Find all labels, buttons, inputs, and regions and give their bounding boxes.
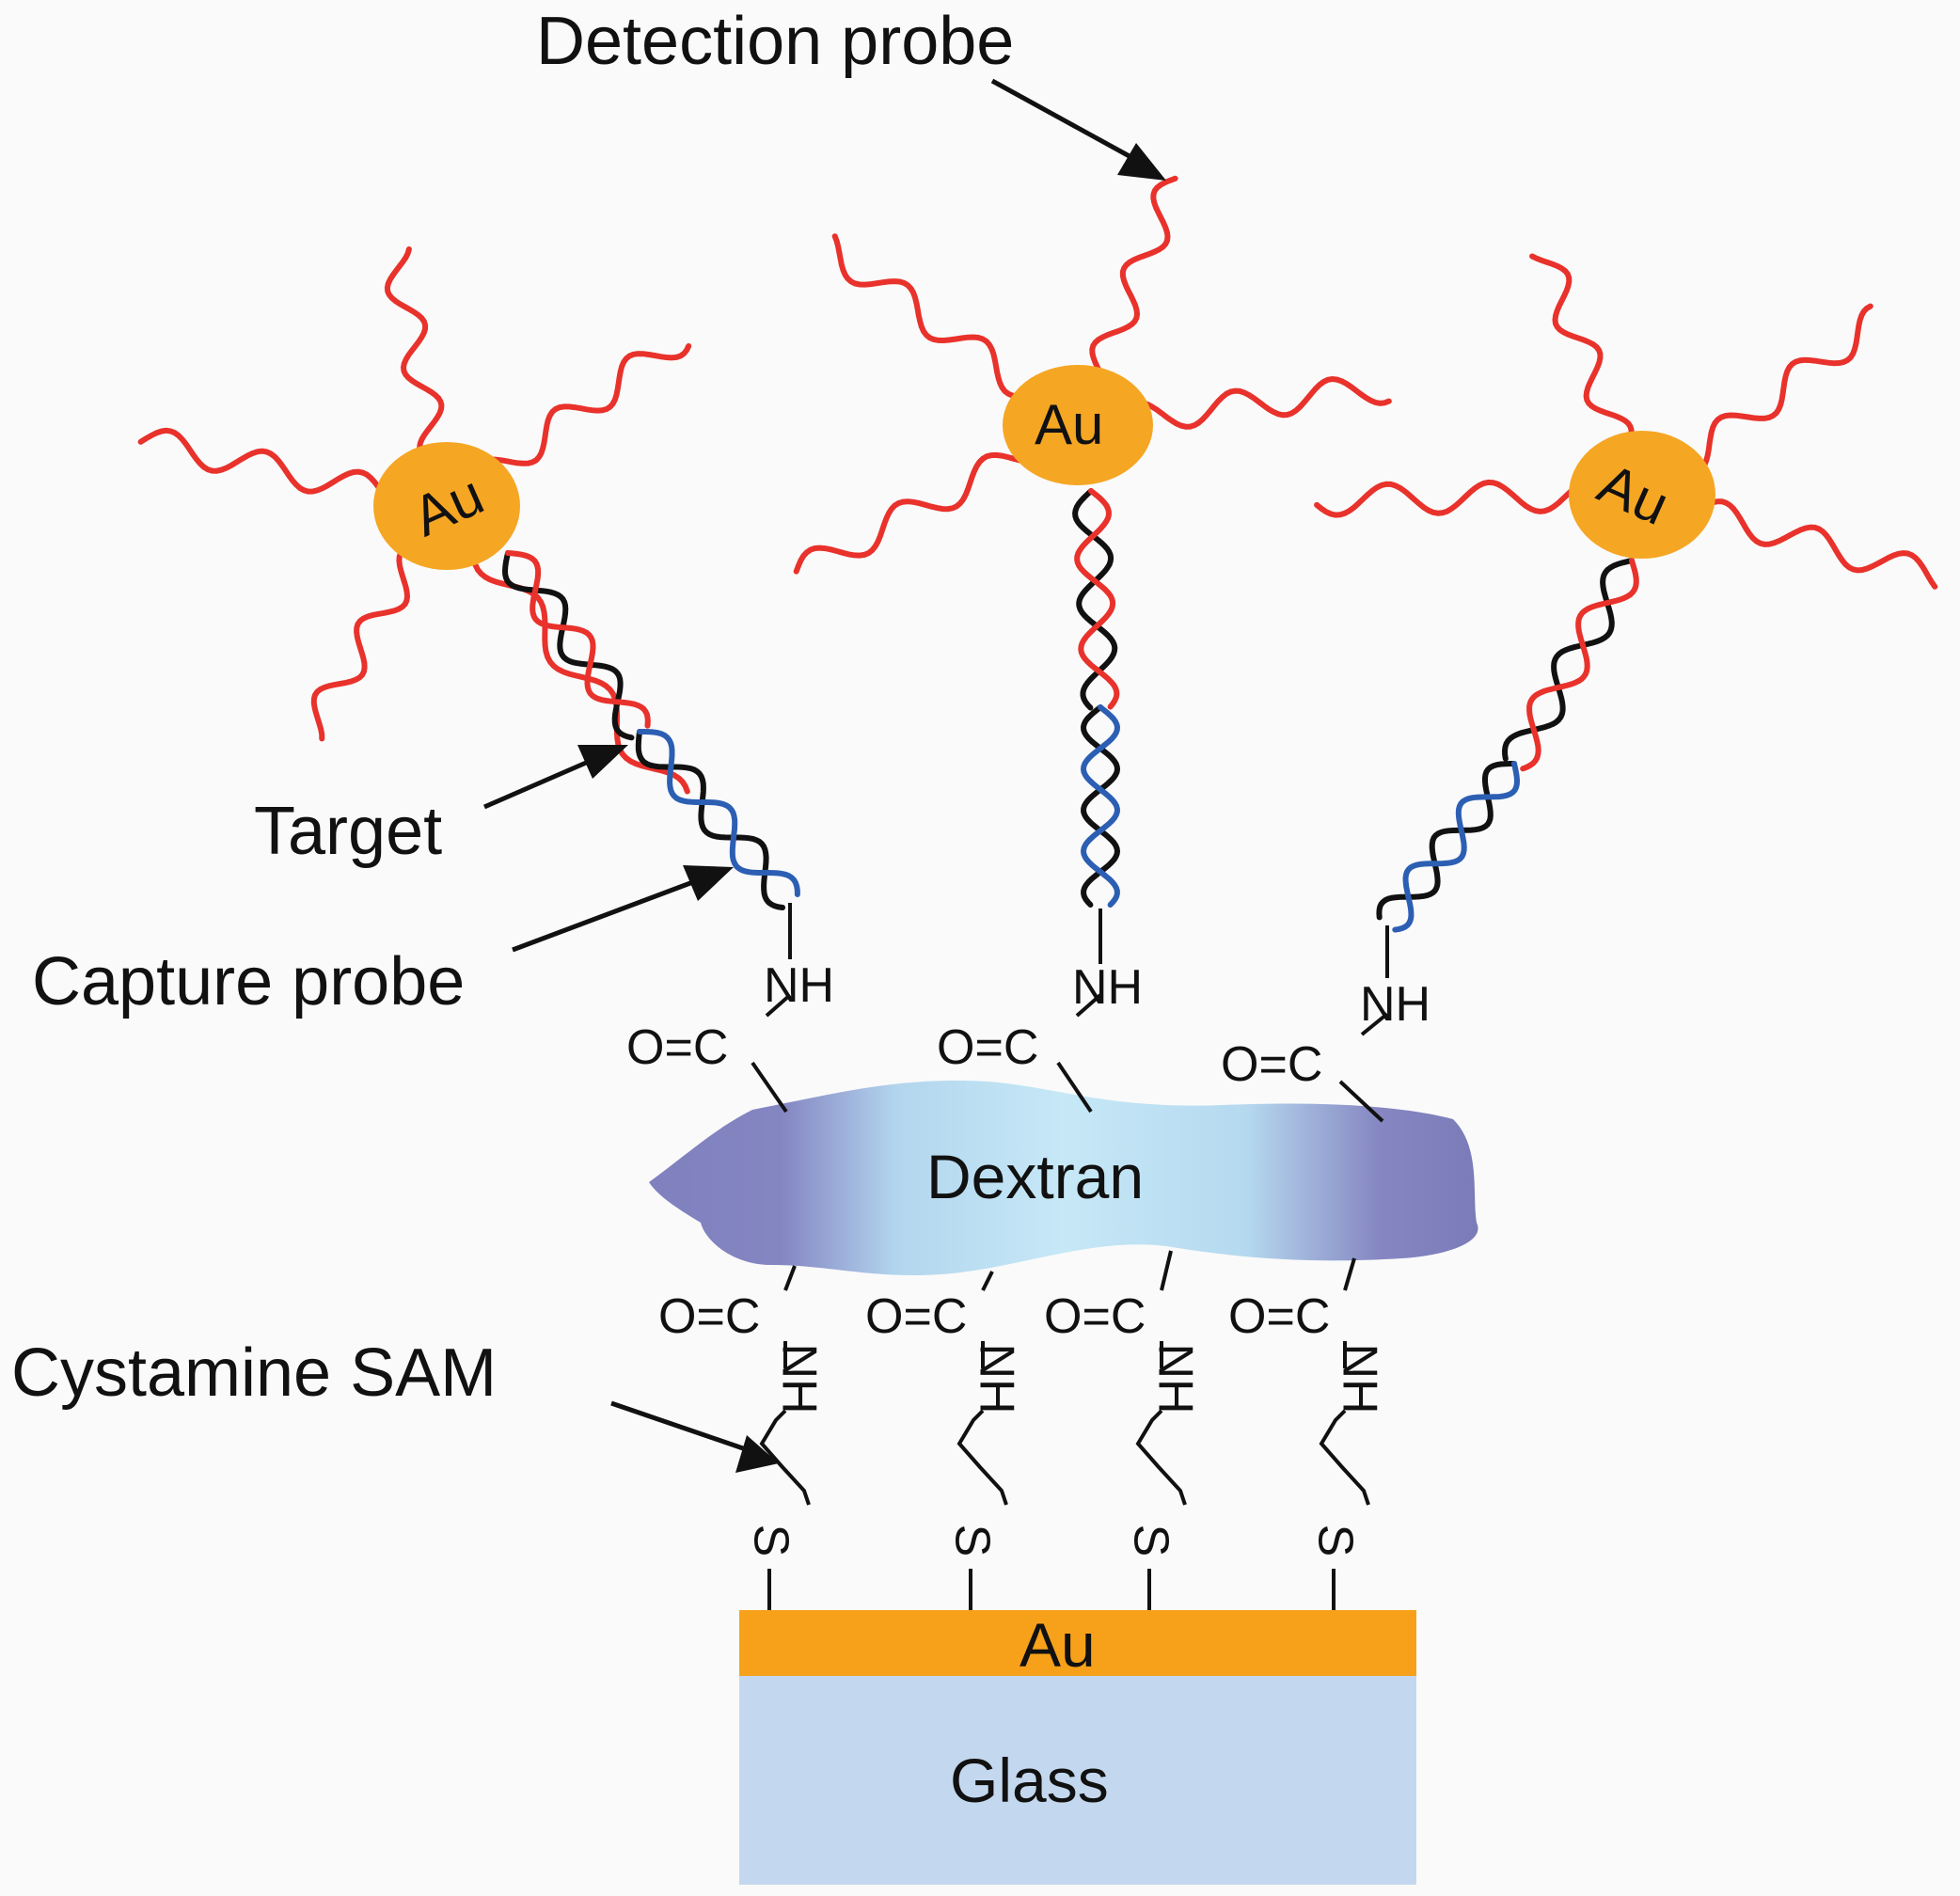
glass-layer — [739, 1676, 1416, 1885]
cystamine-arrow-head — [735, 1435, 779, 1473]
capture-arrow-line — [512, 877, 699, 953]
carbonyl-label-1: O=C — [626, 1020, 729, 1075]
target-detection-helix — [1072, 488, 1118, 711]
cystamine-sam-label: Cystamine SAM — [11, 1335, 498, 1411]
carbonyl-low-3: O=C — [1044, 1289, 1146, 1344]
target-capture-helix — [1376, 761, 1517, 921]
target-capture-helix — [637, 729, 800, 897]
target-detection-helix — [1520, 558, 1639, 772]
glass-layer-label: Glass — [950, 1746, 1109, 1815]
sulfur-3: S — [1123, 1524, 1178, 1557]
target-detection-helix — [1074, 488, 1120, 710]
dextran-blob — [649, 1081, 1478, 1276]
annotation-arrows — [483, 78, 1166, 1473]
cystamine-arrow-line — [610, 1400, 744, 1451]
dna-helices — [501, 488, 1639, 933]
carbonyl-label-2: O=C — [937, 1020, 1039, 1075]
carbonyl-low-2: O=C — [865, 1289, 968, 1344]
sulfur-2: S — [944, 1524, 1000, 1557]
upper-linkers — [751, 903, 1389, 1123]
target-capture-helix — [1392, 761, 1521, 933]
target-label: Target — [254, 794, 443, 869]
capture-probe-label: Capture probe — [32, 944, 466, 1019]
detection-probe-label: Detection probe — [536, 4, 1015, 79]
linker-nh-4: NH — [1332, 1343, 1387, 1414]
linker-nh-1: NH — [771, 1343, 827, 1414]
target-detection-helix — [505, 550, 651, 729]
target-capture-helix — [1080, 704, 1121, 908]
detection-arrow-line — [990, 78, 1138, 163]
dextran-label: Dextran — [926, 1142, 1145, 1211]
sulfur-1: S — [743, 1524, 798, 1557]
detection-arrow-head — [1117, 143, 1166, 181]
target-detection-helix — [1501, 558, 1635, 762]
carbonyl-low-4: O=C — [1228, 1289, 1331, 1344]
nh-label-3: NH — [1360, 977, 1431, 1032]
nh-label-1: NH — [764, 958, 835, 1013]
nh-label-2: NH — [1072, 960, 1144, 1015]
linker-nh-3: NH — [1147, 1343, 1203, 1414]
carbonyl-label-3: O=C — [1221, 1037, 1323, 1092]
sulfur-4: S — [1307, 1524, 1363, 1557]
nanoparticle-2-label: Au — [1035, 393, 1104, 456]
target-arrow-head — [577, 745, 628, 779]
target-detection-helix — [501, 550, 635, 741]
sam-linkers — [759, 1250, 1370, 1610]
nanoparticle-3 — [1569, 431, 1715, 559]
gold-layer — [739, 1610, 1416, 1676]
linker-nh-2: NH — [969, 1343, 1024, 1414]
target-arrow-line — [483, 757, 593, 810]
capture-arrow-head — [683, 865, 734, 901]
nanoparticle-1 — [373, 442, 520, 570]
nanoparticle-2 — [1003, 365, 1153, 485]
gold-layer-label: Au — [1020, 1610, 1096, 1680]
gold-nanoparticles — [373, 365, 1715, 570]
carbonyl-low-1: O=C — [658, 1289, 761, 1344]
